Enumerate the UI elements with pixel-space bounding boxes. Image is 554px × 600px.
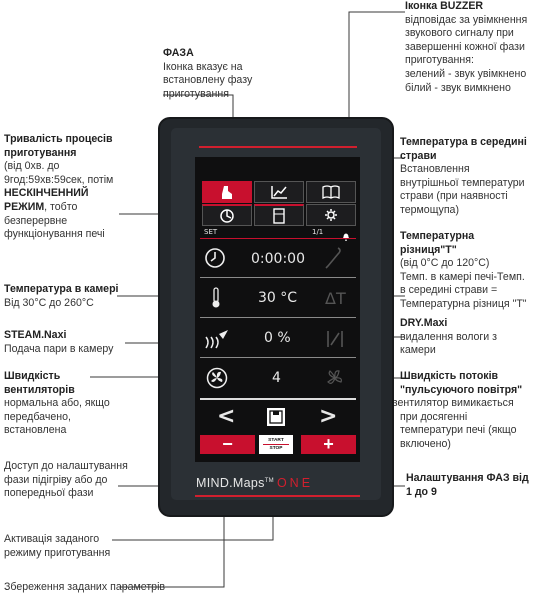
bell-icon[interactable] — [342, 228, 350, 241]
stop-label: STOP — [269, 446, 283, 451]
annotation-phase-setting: Налаштування ФАЗ від 1 до 9 — [406, 472, 529, 498]
annotation-chamber-temp: Температура в камері Від 30°C до 260°C — [4, 283, 119, 309]
chart-icon — [271, 186, 287, 199]
steam-icon[interactable] — [204, 328, 230, 355]
brand-name: MIND.Maps — [196, 476, 265, 490]
tab-phase[interactable] — [202, 181, 252, 203]
top-red-line — [199, 146, 357, 148]
page-indicator: 1/1 — [312, 228, 324, 236]
divider-4 — [200, 398, 356, 400]
probe-icon[interactable] — [323, 246, 343, 275]
save-button[interactable] — [267, 408, 285, 426]
status-divider — [200, 238, 356, 239]
annotation-duration: Тривалість процесів приготування (від 0х… — [4, 133, 114, 241]
gear-icon — [325, 209, 337, 221]
chef-icon — [222, 186, 232, 199]
tab-chart[interactable] — [254, 181, 304, 203]
brand-tm: TM — [264, 477, 274, 484]
annotation-delta-t: Температурна різниця"T" (від 0°C до 120°… — [400, 230, 527, 310]
plus-button[interactable]: + — [301, 434, 356, 454]
start-label: START — [268, 438, 284, 443]
set-label: SET — [204, 228, 218, 236]
save-icon — [269, 410, 283, 424]
preheat-icon — [220, 208, 234, 223]
fan-speed-value[interactable]: 4 — [272, 370, 281, 386]
humidity-value[interactable]: 0 % — [264, 330, 291, 346]
time-value[interactable]: 0:00:00 — [251, 251, 305, 267]
annotation-dry: DRY.Maxi видалення вологи з камери — [400, 317, 498, 357]
bottom-red-line — [195, 495, 360, 497]
annotation-phase: ФАЗА Іконка вказує на встановлену фазу п… — [163, 47, 253, 100]
annotation-activate: Активація заданого режиму приготування — [4, 533, 111, 559]
dry-icon[interactable] — [326, 328, 344, 355]
annotation-fan: Швидкість вентиляторів нормальна або, як… — [4, 370, 110, 437]
clock-icon — [204, 247, 226, 274]
annotation-preheat: Доступ до налаштування фази підігріву аб… — [4, 460, 128, 500]
fan-icon — [206, 367, 228, 394]
tab-preheat[interactable] — [202, 204, 252, 226]
divider-2 — [200, 317, 356, 318]
oven-icon — [273, 207, 285, 224]
minus-button[interactable]: − — [200, 434, 255, 454]
chamber-temp-value[interactable]: 30 °C — [258, 290, 298, 306]
prev-phase-button[interactable]: < — [217, 404, 236, 429]
annotation-pulse: Швидкість потоків "пульсуючого повітря" … — [392, 370, 523, 450]
annotation-steam: STEAM.Naxi Подача пари в камеру — [4, 329, 114, 355]
divider-1 — [200, 277, 356, 278]
annotation-core-temp: Температура в середині страви Встановлен… — [400, 136, 527, 216]
brand-suffix: ONE — [276, 476, 314, 490]
tab-book[interactable] — [306, 181, 356, 203]
annotation-buzzer: Іконка BUZZER відповідає за увімкнення з… — [405, 0, 528, 94]
start-stop-button[interactable]: START STOP — [259, 435, 293, 454]
divider-3 — [200, 357, 356, 358]
pulse-air-icon[interactable] — [324, 367, 346, 394]
book-icon — [322, 185, 340, 200]
thermometer-icon — [210, 287, 222, 314]
annotation-save: Збереження заданих параметрів — [4, 581, 166, 593]
tab-cooking-phase[interactable] — [254, 204, 304, 226]
next-phase-button[interactable]: > — [319, 404, 338, 429]
tab-settings[interactable] — [306, 204, 356, 226]
delta-t-icon[interactable]: ΔT — [325, 289, 346, 308]
